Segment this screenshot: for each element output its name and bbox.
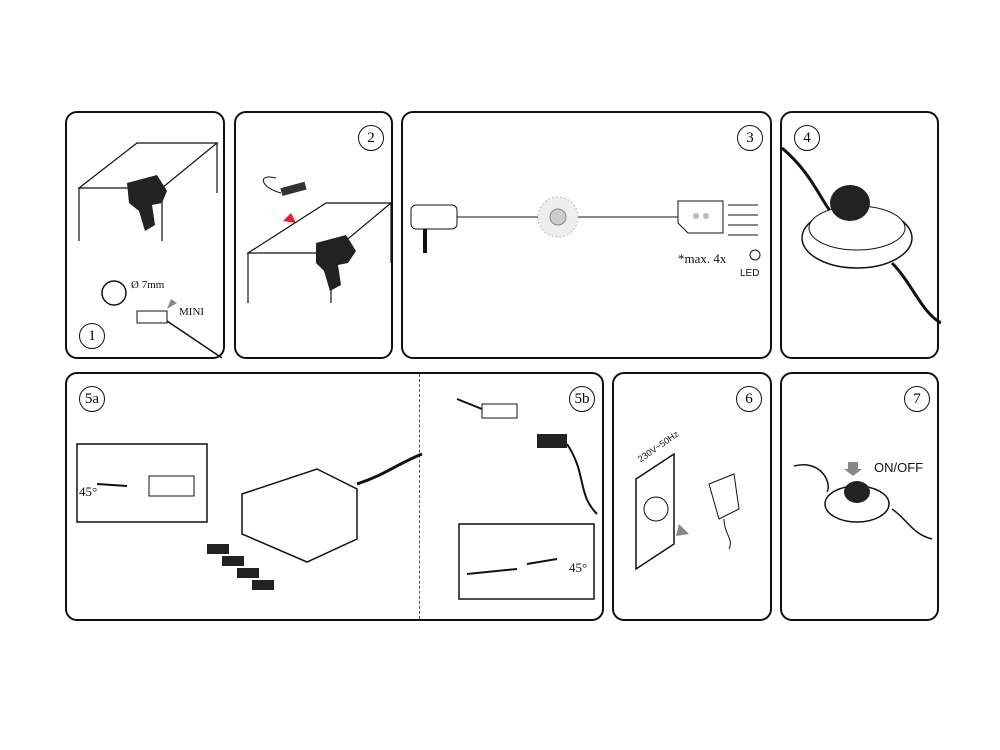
drill-mounting-illustration [245, 176, 393, 303]
press-arrow-icon [844, 462, 862, 476]
wall-socket-illustration [635, 452, 740, 571]
step-1-panel: Ø 7mm MINI 1 [65, 111, 225, 359]
on-off-label: ON/OFF [874, 460, 924, 475]
mini-label: MINI [179, 306, 205, 318]
step-number: 1 [79, 323, 105, 349]
step-number: 4 [794, 125, 820, 151]
switch-button [830, 185, 870, 221]
wiring-diagram [410, 196, 761, 261]
foot-switch-illustration [782, 146, 941, 325]
step-7-panel: 7 ON/OFF [780, 372, 939, 621]
connector-illustration [76, 398, 598, 600]
step-number-5b: 5b [569, 386, 595, 412]
angle-label-5a: 45° [79, 484, 98, 499]
led-label: LED [740, 268, 760, 279]
step-number: 6 [736, 386, 762, 412]
divider [419, 374, 420, 619]
max-note: *max. 4x [678, 251, 727, 266]
step-number: 2 [358, 125, 384, 151]
angle-label-5b: 45° [569, 560, 588, 575]
step-6-panel: 6 230V~50Hz [612, 372, 772, 621]
step-5-panel: 5a 5b 45° 45° [65, 372, 604, 621]
mini-connector [136, 310, 168, 324]
step-number-5a: 5a [79, 386, 105, 412]
switch-button [844, 481, 870, 503]
step-4-panel: 4 [780, 111, 941, 359]
power-adapter [410, 204, 458, 230]
plug-adapter [708, 473, 740, 520]
distributor [677, 200, 724, 234]
red-marker [283, 213, 296, 223]
step-2-panel: 2 [234, 111, 393, 359]
step-3-panel: 3 *max. 4x LED [401, 111, 772, 359]
step-number: 3 [737, 125, 763, 151]
on-off-switch-illustration [793, 462, 933, 540]
diameter-label: Ø 7mm [131, 279, 165, 291]
step-number: 7 [904, 386, 930, 412]
hole-icon [101, 280, 127, 306]
distributor-box [241, 468, 358, 563]
bulb-icon [749, 249, 761, 261]
drill-cabinet-illustration [77, 142, 223, 359]
